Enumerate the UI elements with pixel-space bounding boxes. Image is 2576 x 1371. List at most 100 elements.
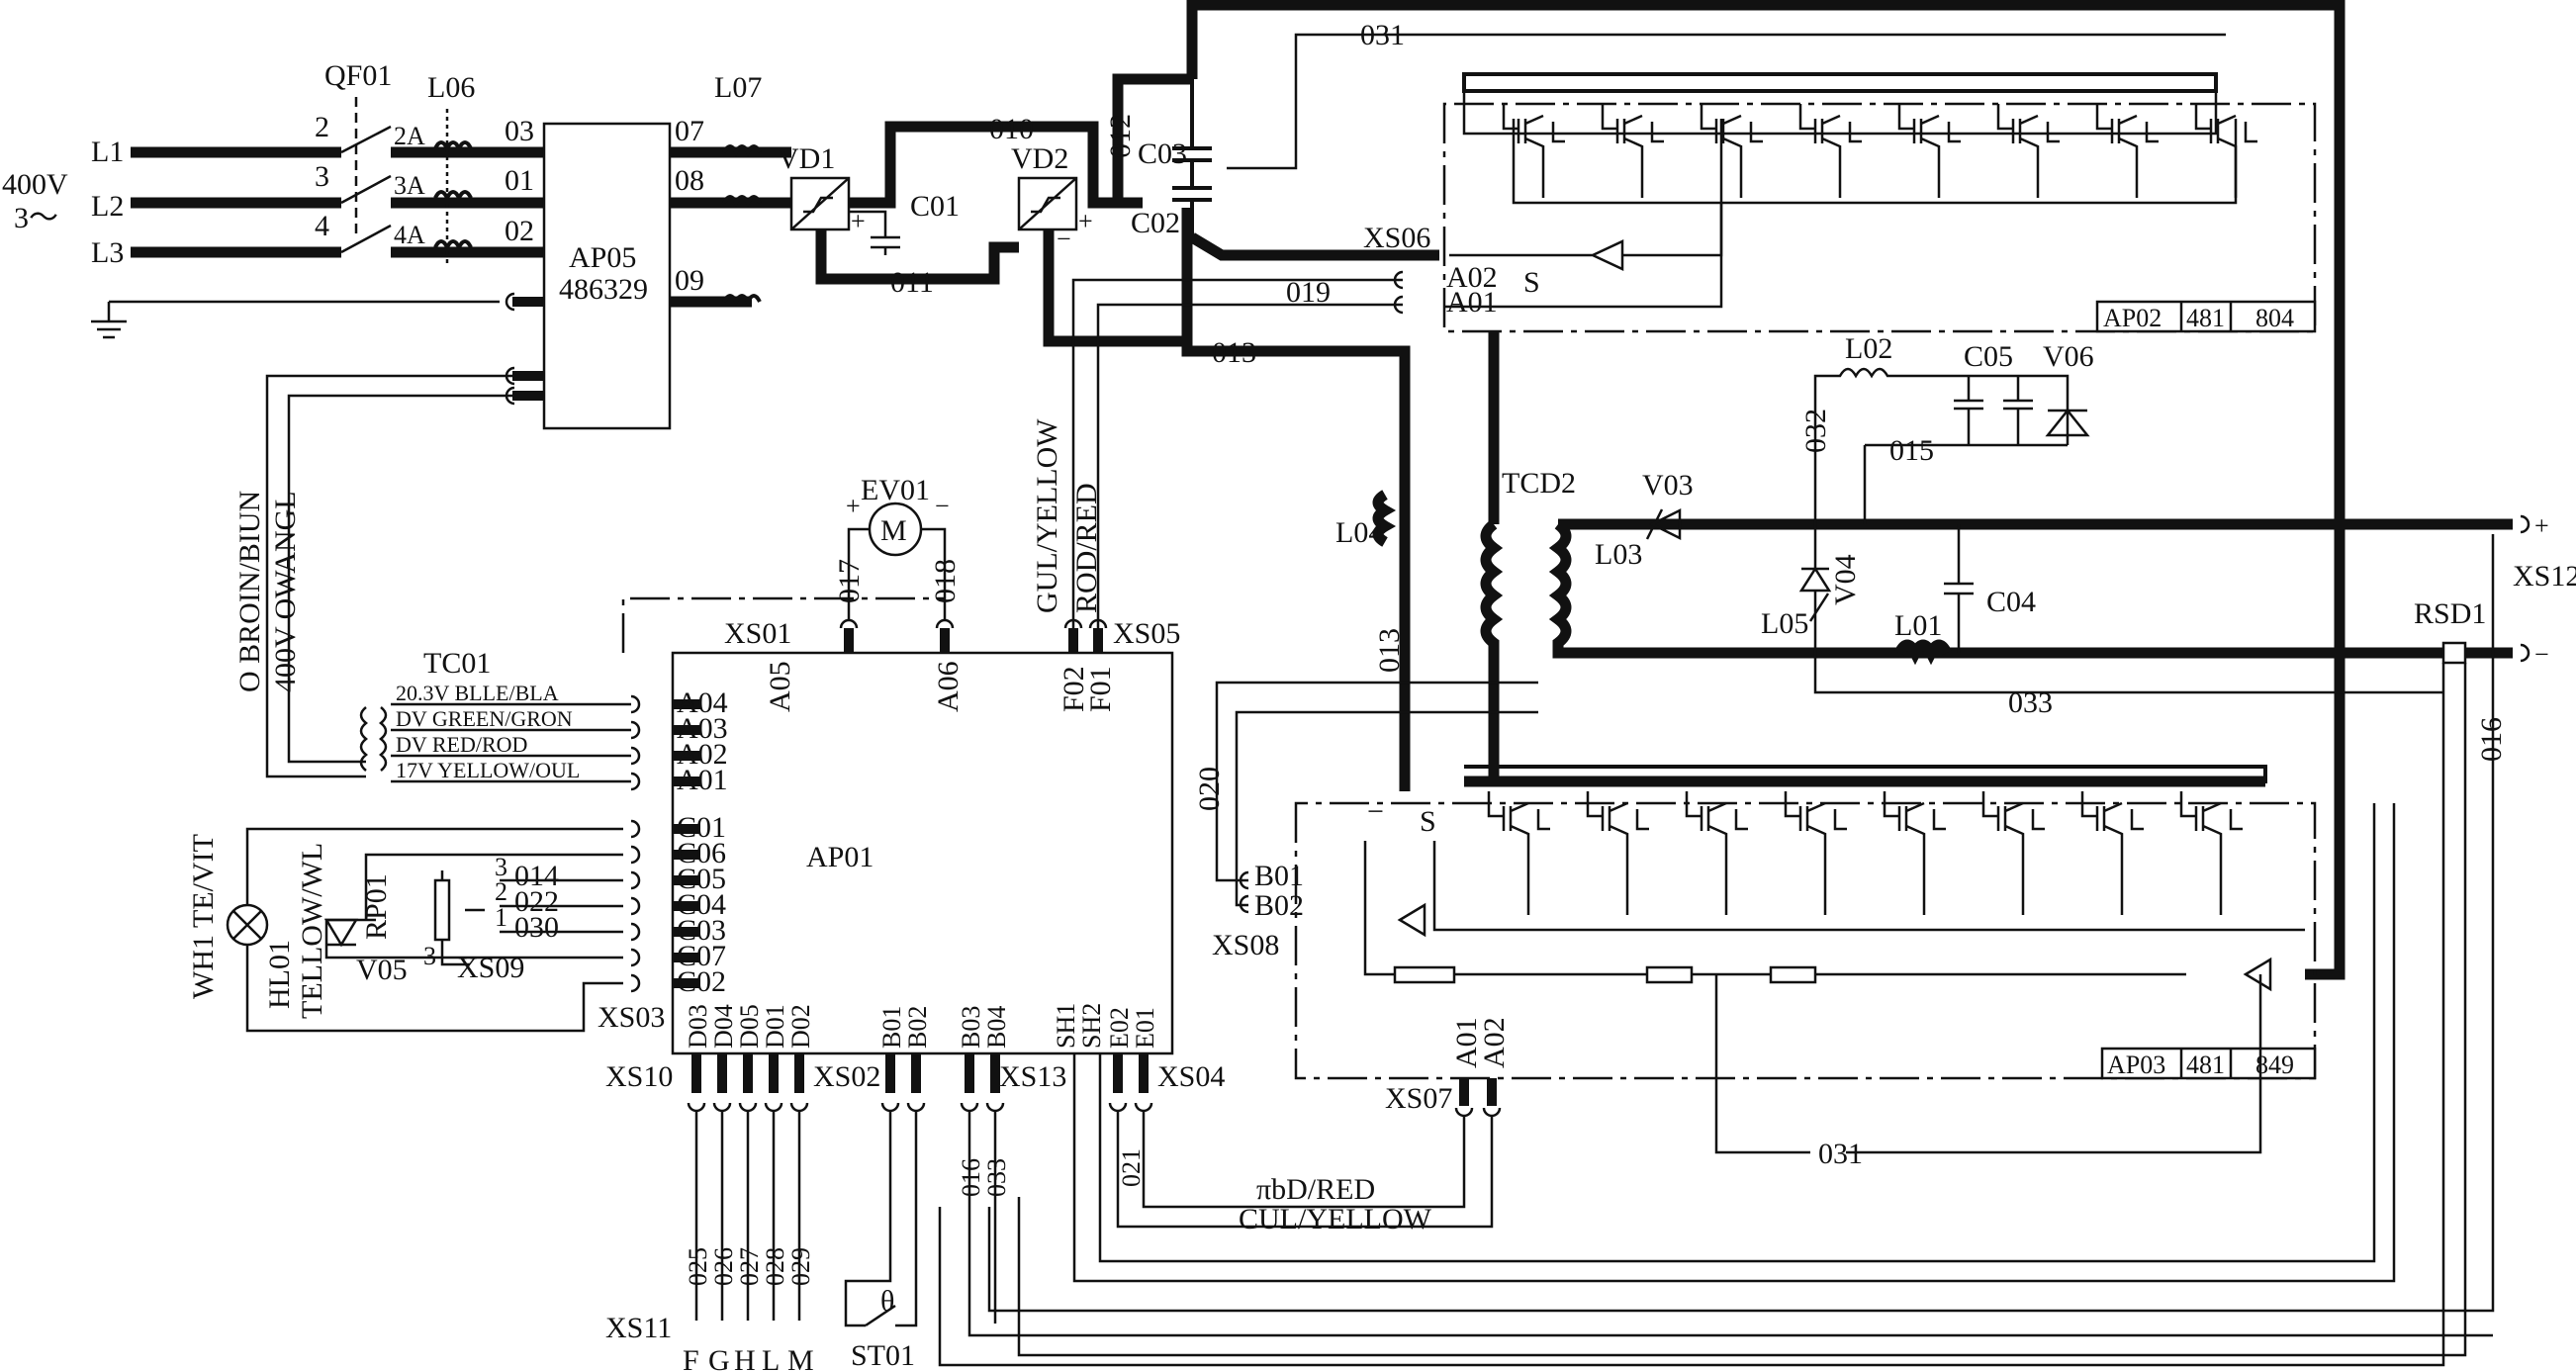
ap01-name: AP01 — [806, 841, 874, 873]
wire-017-label: 017 — [833, 559, 866, 603]
snubber-network-wire — [1813, 367, 2070, 524]
ap03-bus-bar — [1464, 765, 2267, 783]
xs08-pin-b01: B01 — [1254, 860, 1304, 892]
ap03-output-diode-icon — [2243, 957, 2272, 992]
wire-033 — [1813, 591, 2443, 694]
pin-sh2: SH2 — [1077, 1003, 1106, 1049]
pin-b03: B03 — [957, 1006, 985, 1049]
xs01-socket-icon — [839, 618, 955, 629]
wire-031-bottom-right — [1846, 974, 2262, 1154]
igbt-switch-icon — [1601, 104, 1664, 198]
ap05-socket-icon — [505, 292, 515, 406]
st01-label: ST01 — [851, 1339, 915, 1371]
output-section: TCD2 L03 V03 V04 L05 L01 C04 033 L02 032… — [938, 331, 2576, 1367]
feed-rod-label: ROD/RED — [1070, 483, 1103, 613]
ground-icon — [91, 302, 127, 339]
output-plus: + — [2534, 511, 2549, 540]
wire-016-right-label: 016 — [2475, 717, 2508, 762]
pin-f01: F01 — [1084, 666, 1117, 712]
ap02-bus-bar — [1462, 72, 2218, 93]
line-l3-label: L3 — [91, 236, 124, 269]
ap01-bottom-pins: D03 D04 D05 D01 D02 B01 B02 B03 B04 SH1 … — [684, 1003, 1159, 1113]
ap03-internal-wires — [1363, 841, 2305, 976]
ap02-nameplate — [2095, 300, 2317, 333]
ap03-resistor-2 — [1645, 965, 1694, 984]
pin-b01: B01 — [877, 1006, 906, 1049]
wire-031-top-label: 031 — [1360, 19, 1405, 51]
wire-08-label: 08 — [675, 164, 704, 197]
v05-label: V05 — [356, 954, 408, 986]
xs05-label: XS05 — [1113, 617, 1180, 650]
vd2-symbol-icon — [1018, 177, 1077, 230]
supply-section: 400V 3～ L1 L2 L3 QF01 2 3 4 L06 2A 3A 4A… — [2, 59, 544, 339]
wire-018-label: 018 — [929, 559, 962, 603]
xs06-socket-icon — [1393, 270, 1404, 315]
wires-after-breaker — [391, 146, 544, 258]
rsd1-label: RSD1 — [2414, 597, 2486, 630]
vd2-plus: + — [1078, 207, 1093, 235]
hl01-label: HL01 — [263, 940, 296, 1009]
xs06-label: XS06 — [1363, 222, 1430, 254]
capacitor-c04-icon — [1944, 524, 1974, 653]
inductor-l04-group: L04 013 — [1335, 490, 1406, 673]
lamp-wh1-cross — [232, 910, 262, 940]
c04-label: C04 — [1986, 586, 2036, 618]
xs07-pin-a02: A02 — [1478, 1017, 1511, 1068]
supply-voltage: 400V — [2, 168, 68, 201]
feed-label-1: O BROIN/BIUN — [233, 491, 266, 692]
rp-term-2: 2 — [495, 877, 507, 906]
ev01-label: EV01 — [861, 474, 930, 506]
rp-term-1: 1 — [495, 903, 507, 932]
wire-013b-label: 013 — [1373, 628, 1406, 673]
thermostat-st01-icon — [865, 1304, 896, 1327]
l05-label: L05 — [1761, 607, 1808, 640]
bottom-red-label: πbD/RED — [1256, 1173, 1375, 1206]
igbt-switch-icon — [1487, 791, 1550, 915]
xs11-f: F — [683, 1344, 699, 1371]
wire-012-label: 012 — [1104, 114, 1137, 158]
wire-031-bottom-label: 031 — [1818, 1138, 1863, 1170]
xs01-pins — [844, 628, 950, 653]
tc01-feed-wires — [265, 374, 514, 778]
ap02-diode-icon — [1449, 119, 1723, 271]
xs12-socket-icon — [2520, 514, 2530, 663]
igbt-switch-icon — [2095, 104, 2159, 198]
fan-motor-m: M — [880, 514, 907, 547]
xs08-pin-b02: B02 — [1254, 889, 1304, 922]
wire-028-label: 028 — [761, 1247, 789, 1286]
wires-ap05-out — [670, 146, 791, 209]
pin-a04: A04 — [677, 686, 728, 719]
wire-016-right — [987, 534, 2495, 1313]
l04-label: L04 — [1335, 516, 1383, 549]
l06-pin-4a: 4A — [394, 221, 425, 249]
c05-label: C05 — [1964, 340, 2013, 373]
wire-029-label: 029 — [786, 1247, 815, 1286]
pin-c03: C03 — [677, 914, 726, 947]
wire-026-label: 026 — [709, 1247, 738, 1286]
feed-label-2: 400V OWANGL — [269, 491, 302, 692]
bottom-yellow-label: CUL/YELLOW — [1239, 1203, 1432, 1235]
fan-motor-ev01-icon — [868, 502, 923, 557]
wire-021-label: 021 — [1117, 1148, 1146, 1187]
pin-d05: D05 — [735, 1004, 764, 1049]
ap03-code2: 849 — [2255, 1051, 2294, 1079]
l05-tap — [1808, 593, 1830, 622]
module-ap03: − S AP03 481 849 031 XS07 A01 A02 — [1294, 765, 2317, 1170]
l03-label: L03 — [1595, 538, 1642, 571]
pin-d04: D04 — [709, 1004, 738, 1049]
ap03-resistor-3 — [1769, 965, 1817, 984]
wire-019-label: 019 — [1286, 276, 1331, 309]
wire-01-label: 01 — [505, 164, 534, 197]
capacitor-c05-icon — [1954, 376, 2033, 445]
pin-d01: D01 — [761, 1004, 789, 1049]
vd2-minus: − — [1057, 225, 1071, 253]
pin-c05: C05 — [677, 863, 726, 895]
igbt-switch-icon — [1798, 104, 1862, 198]
xs11-h: H — [734, 1344, 756, 1371]
l06-pin-2a: 2A — [394, 122, 425, 150]
fan-wires — [847, 527, 947, 620]
pin-f02: F02 — [1058, 666, 1090, 712]
output-minus: − — [2534, 640, 2549, 669]
wire-033-label: 033 — [2008, 686, 2053, 719]
